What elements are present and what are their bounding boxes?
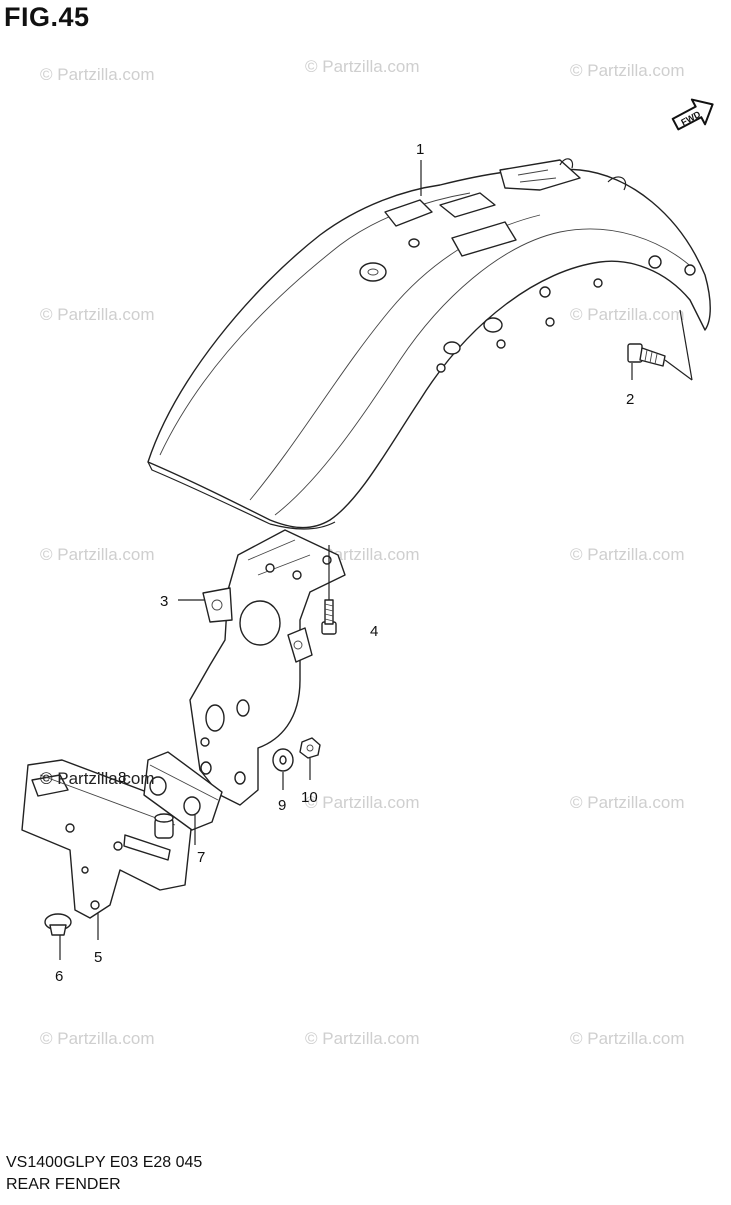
watermark: © Partzilla.com (570, 545, 685, 564)
watermark: © Partzilla.com (40, 545, 155, 564)
callout-5: 5 (94, 949, 102, 966)
callout-3: 3 (160, 593, 168, 610)
nut-part (299, 737, 321, 780)
watermark: © Partzilla.com (305, 1029, 420, 1048)
watermark: © Partzilla.com (570, 305, 685, 324)
callout-4: 4 (370, 623, 378, 640)
callout-2: 2 (626, 391, 634, 408)
callout-9: 9 (278, 797, 286, 814)
watermark: © Partzilla.com (305, 57, 420, 76)
callout-7: 7 (197, 849, 205, 866)
rear-fender-part (147, 158, 711, 530)
screw-part (321, 545, 337, 635)
mounting-plate-part (143, 751, 223, 845)
watermark: © Partzilla.com (40, 1029, 155, 1048)
watermark: © Partzilla.com (40, 65, 155, 84)
callout-1: 1 (416, 141, 424, 158)
watermark-highlight: © Partzilla.com (40, 769, 155, 788)
bolt-part (627, 309, 693, 381)
callout-6: 6 (55, 968, 63, 985)
grommet-part (44, 913, 72, 936)
spacer-part (154, 813, 174, 839)
watermark: © Partzilla.com (40, 305, 155, 324)
model-code: VS1400GLPY E03 E28 045 (6, 1154, 203, 1171)
washer-part (272, 748, 294, 790)
fwd-arrow-icon: FWD (671, 98, 714, 131)
callout-10: 10 (301, 789, 318, 806)
leader-lines (59, 160, 633, 960)
watermark-group: © Partzilla.com © Partzilla.com © Partzi… (40, 57, 685, 1048)
watermark: © Partzilla.com (570, 793, 685, 812)
watermark: © Partzilla.com (570, 1029, 685, 1048)
section-name: REAR FENDER (6, 1176, 121, 1193)
fender-bracket-part (189, 529, 346, 806)
watermark: © Partzilla.com (570, 61, 685, 80)
callout-8: 8 (118, 769, 126, 786)
figure-title: FIG.45 (4, 2, 90, 32)
callout-labels: 1 2 3 4 5 6 7 8 9 10 (55, 141, 634, 985)
watermark: © Partzilla.com (305, 793, 420, 812)
